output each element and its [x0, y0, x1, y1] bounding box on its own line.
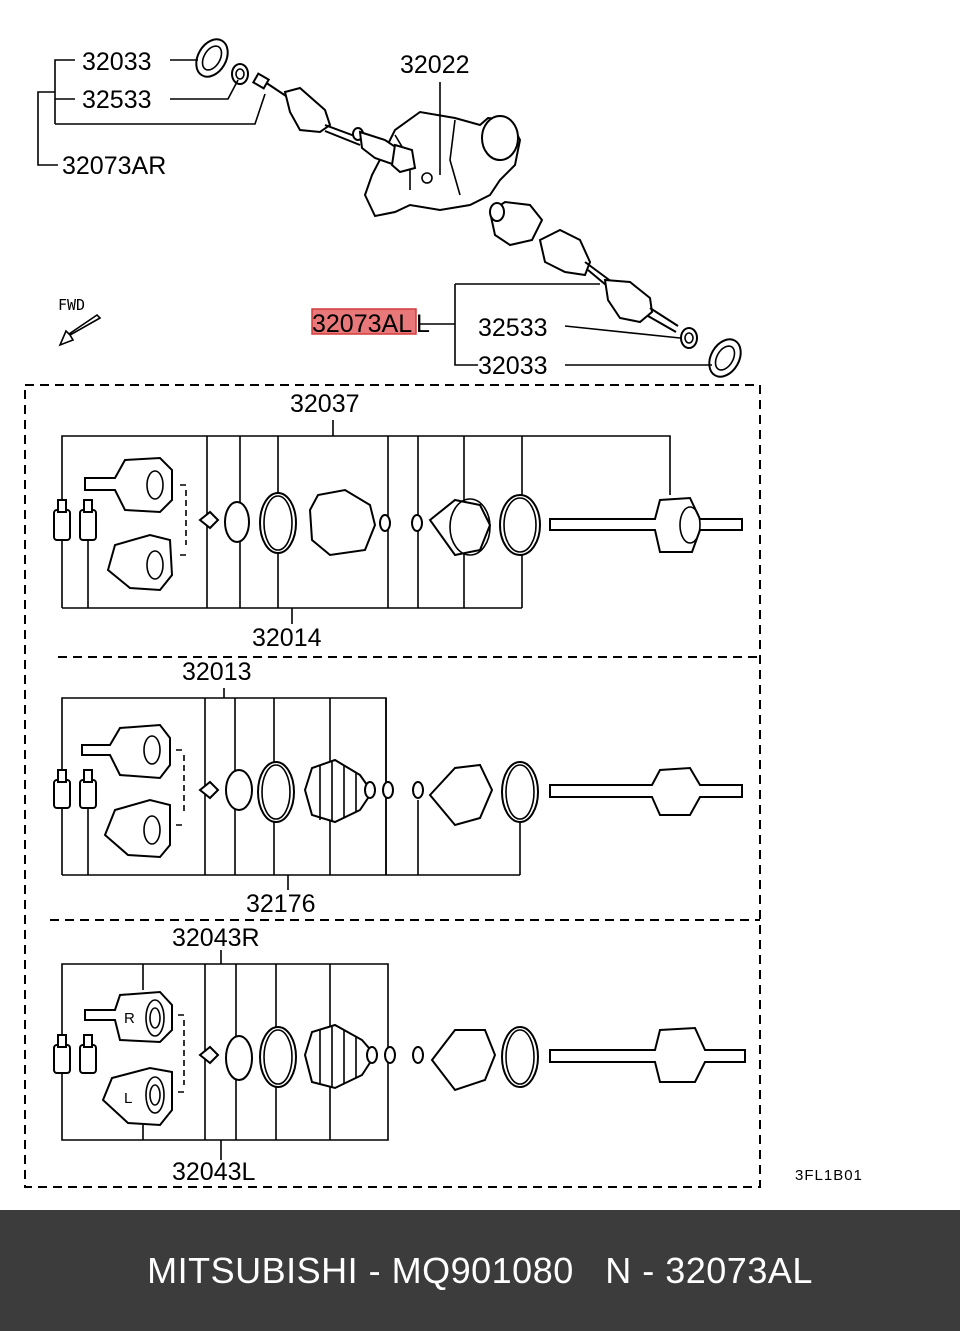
label-32533-mid: 32533: [478, 314, 548, 342]
label-32073ar: 32073AR: [62, 152, 166, 180]
label-32014: 32014: [252, 624, 322, 652]
svg-text:FWD: FWD: [58, 296, 85, 314]
label-32043r: 32043R: [172, 924, 260, 952]
footer-part-text: MITSUBISHI - MQ901080 N - 32073AL: [147, 1249, 813, 1291]
label-32013: 32013: [182, 658, 252, 686]
label-32533-top: 32533: [82, 86, 152, 114]
circlip-mid: [680, 327, 698, 349]
shaft-left: [488, 200, 679, 333]
parts-diagram: 32033 32533 32073AR 32022 32073AL L 3253…: [24, 38, 863, 1188]
label-32073al-suffix: L: [416, 310, 430, 338]
fwd-arrow-icon: FWD: [58, 296, 102, 347]
differential-housing: [363, 110, 522, 218]
label-32037: 32037: [290, 390, 360, 418]
kit-3: R L 32043R 32043L: [53, 924, 746, 1186]
kit-2: 32013 32176: [53, 658, 743, 918]
footer-bar: MITSUBISHI - MQ901080 N - 32073AL: [0, 1210, 960, 1331]
label-32033-mid: 32033: [478, 352, 548, 380]
label-32073al: 32073AL: [312, 310, 412, 338]
oil-seal-top: [195, 38, 229, 78]
label-32043l: 32043L: [172, 1158, 256, 1186]
top-assembly: 32033 32533 32073AR 32022 32073AL L 3253…: [37, 38, 742, 380]
shaft-right: [251, 72, 417, 174]
label-32033-top: 32033: [82, 48, 152, 76]
highlight-box: [311, 308, 417, 335]
kit-frame: [24, 384, 761, 1188]
label-32176: 32176: [246, 890, 316, 918]
label-32022: 32022: [400, 51, 470, 79]
oil-seal-mid: [708, 338, 742, 378]
diagram-code: 3FL1B01: [795, 1167, 863, 1184]
circlip-top: [231, 63, 249, 85]
marker-r: R: [124, 1010, 135, 1027]
kit-1: 32037 32014: [53, 390, 743, 652]
marker-l: L: [124, 1090, 132, 1107]
